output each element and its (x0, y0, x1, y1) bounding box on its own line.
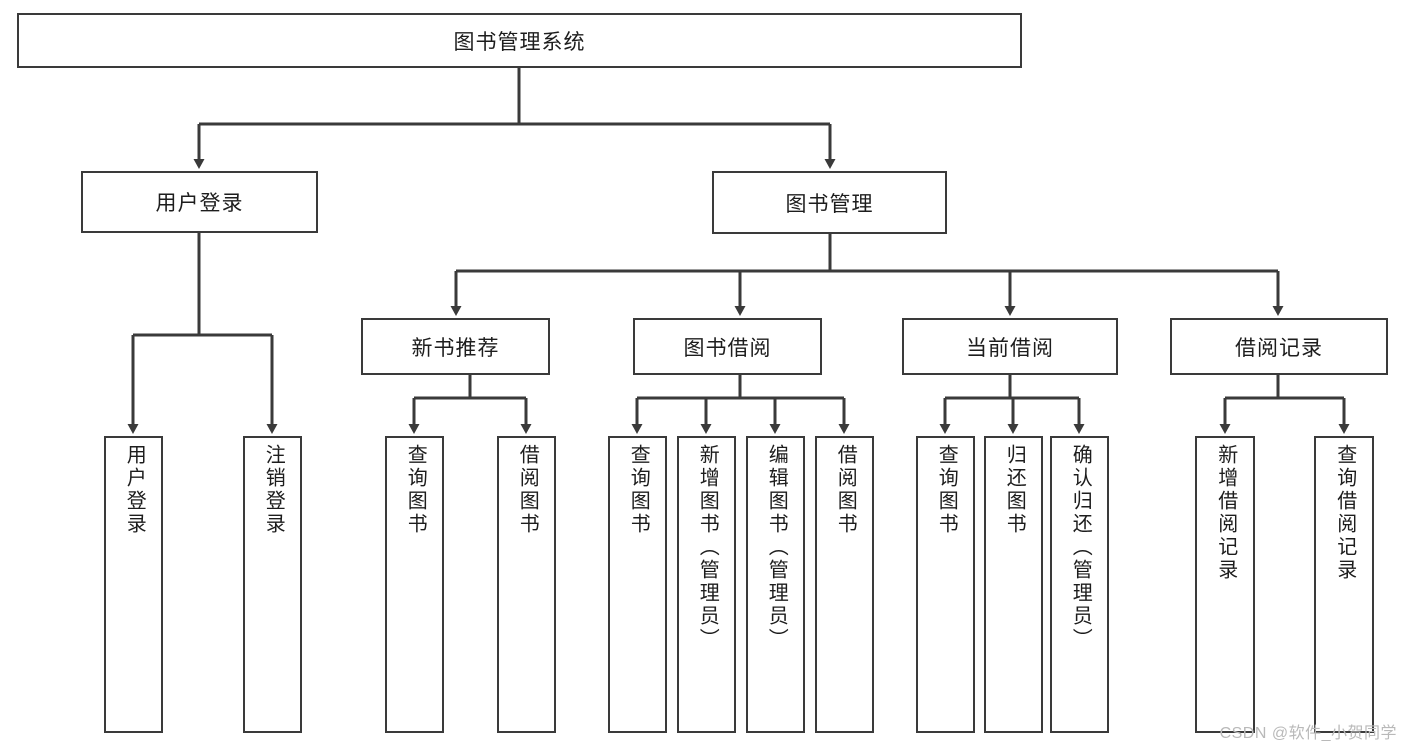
leaf-add-book[interactable]: 新增图书（管理员） (677, 436, 736, 733)
leaf-add-book-label: 新增图书（管理员） (696, 444, 719, 651)
node-user-login-label: 用户登录 (155, 192, 244, 215)
leaf-borrow-book-1-label: 借阅图书 (516, 444, 539, 536)
leaf-query-record[interactable]: 查询借阅记录 (1314, 436, 1374, 733)
leaf-query-record-label: 查询借阅记录 (1333, 444, 1356, 582)
leaf-logout-login-label: 注销登录 (262, 444, 285, 536)
node-current-borrow[interactable]: 当前借阅 (902, 318, 1118, 375)
leaf-logout-login[interactable]: 注销登录 (243, 436, 302, 733)
leaf-query-book-1[interactable]: 查询图书 (385, 436, 444, 733)
node-root-label: 图书管理系统 (453, 30, 586, 54)
node-book-management[interactable]: 图书管理 (712, 171, 947, 234)
leaf-query-book-3[interactable]: 查询图书 (916, 436, 975, 733)
leaf-user-login[interactable]: 用户登录 (104, 436, 163, 733)
leaf-confirm-return[interactable]: 确认归还（管理员） (1050, 436, 1109, 733)
leaf-edit-book-label: 编辑图书（管理员） (765, 444, 788, 651)
leaf-borrow-book-1[interactable]: 借阅图书 (497, 436, 556, 733)
watermark: CSDN @软件_小贺同学 (1219, 725, 1397, 742)
node-book-borrow[interactable]: 图书借阅 (633, 318, 822, 375)
node-user-login[interactable]: 用户登录 (81, 171, 318, 233)
node-new-book-recommend-label: 新书推荐 (411, 336, 500, 360)
node-root[interactable]: 图书管理系统 (17, 13, 1022, 68)
leaf-edit-book[interactable]: 编辑图书（管理员） (746, 436, 805, 733)
leaf-query-book-1-label: 查询图书 (404, 444, 427, 536)
node-book-management-label: 图书管理 (785, 192, 874, 216)
leaf-return-book[interactable]: 归还图书 (984, 436, 1043, 733)
leaf-query-book-2[interactable]: 查询图书 (608, 436, 667, 733)
leaf-query-book-3-label: 查询图书 (935, 444, 958, 536)
leaf-add-record-label: 新增借阅记录 (1214, 444, 1237, 582)
node-new-book-recommend[interactable]: 新书推荐 (361, 318, 550, 375)
leaf-query-book-2-label: 查询图书 (627, 444, 650, 536)
leaf-return-book-label: 归还图书 (1003, 444, 1026, 536)
node-book-borrow-label: 图书借阅 (683, 336, 772, 360)
leaf-confirm-return-label: 确认归还（管理员） (1069, 444, 1092, 651)
node-borrow-record[interactable]: 借阅记录 (1170, 318, 1388, 375)
leaf-add-record[interactable]: 新增借阅记录 (1195, 436, 1255, 733)
node-current-borrow-label: 当前借阅 (966, 336, 1054, 360)
leaf-user-login-label: 用户登录 (123, 444, 146, 536)
leaf-borrow-book-2[interactable]: 借阅图书 (815, 436, 874, 733)
leaf-borrow-book-2-label: 借阅图书 (834, 444, 857, 536)
node-borrow-record-label: 借阅记录 (1235, 336, 1323, 360)
